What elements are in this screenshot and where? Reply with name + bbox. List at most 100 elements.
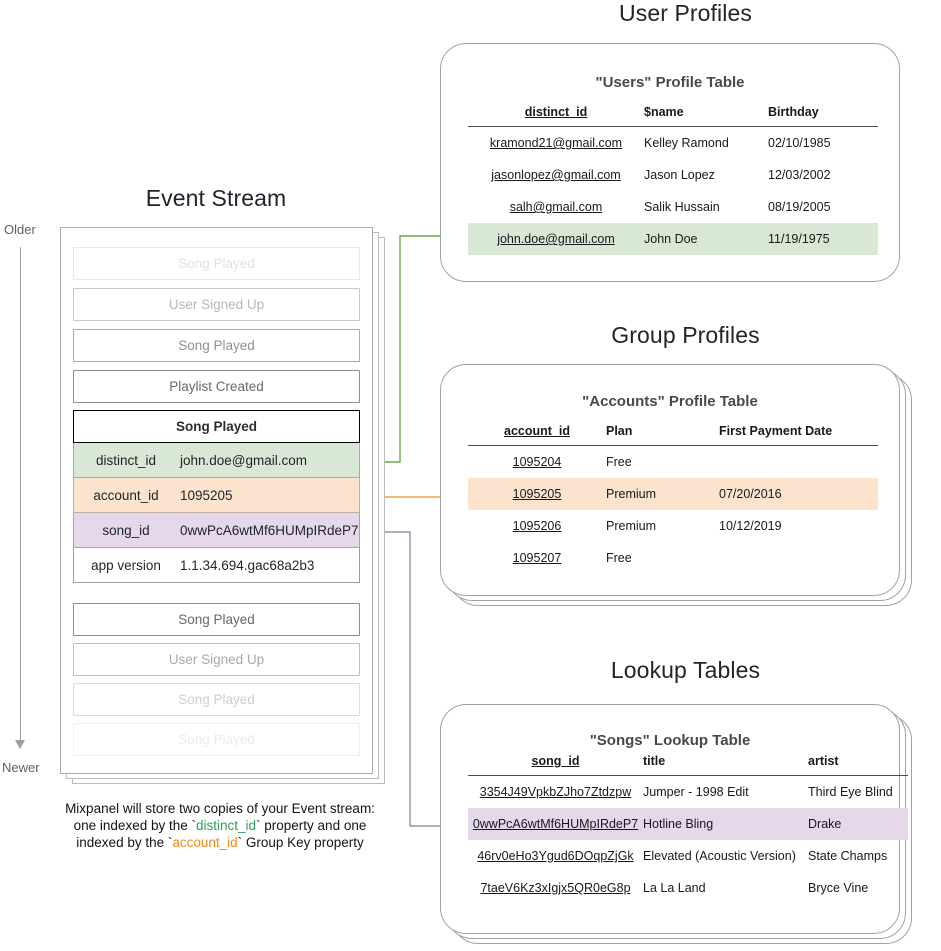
event-property-value: john.doe@gmail.com	[180, 452, 308, 468]
cell-distinct-id: john.doe@gmail.com	[468, 223, 644, 255]
event-item[interactable]: Song Played	[73, 683, 360, 716]
caption-line-2-post: ` property and one	[256, 818, 367, 833]
axis-label-newer: Newer	[2, 760, 40, 775]
cell-birthday: 12/03/2002	[768, 168, 831, 182]
table-header-row: account_id Plan First Payment Date	[468, 422, 878, 446]
event-item-label: Playlist Created	[169, 379, 264, 394]
cell-first-payment-date	[719, 542, 878, 574]
caption-token-account-id: account_id	[172, 835, 238, 850]
column-header-artist: artist	[808, 752, 908, 776]
event-item[interactable]: User Signed Up	[73, 288, 360, 321]
cell-plan: Premium	[606, 519, 657, 533]
column-header-plan: Plan	[606, 422, 719, 446]
cell-birthday: 08/19/2005	[768, 200, 831, 214]
cell-title: Jumper - 1998 Edit	[643, 785, 749, 799]
cell-name: John Doe	[644, 223, 768, 255]
cell-account-id: 1095207	[512, 551, 562, 565]
table-row: 7taeV6Kz3xIgjx5QR0eG8p La La Land Bryce …	[468, 872, 908, 904]
column-header-account-id: account_id	[468, 422, 606, 446]
users-table-title: "Users" Profile Table	[595, 74, 745, 91]
cell-song-id: 7taeV6Kz3xIgjx5QR0eG8p	[480, 881, 631, 895]
event-item[interactable]: Song Played	[73, 603, 360, 636]
time-axis-arrow-icon	[15, 740, 25, 749]
accounts-table-title: "Accounts" Profile Table	[582, 393, 758, 410]
column-header-distinct-id: distinct_id	[468, 103, 644, 127]
cell-plan: Free	[606, 455, 632, 469]
event-stream-title: Event Stream	[145, 185, 287, 211]
column-header-name: $name	[644, 103, 768, 127]
column-header-first-payment-date: First Payment Date	[719, 422, 878, 446]
table-row: kramond21@gmail.com Kelley Ramond 02/10/…	[468, 127, 878, 160]
time-axis-line	[20, 247, 21, 742]
cell-title: La La Land	[643, 881, 706, 895]
cell-first-payment-date: 07/20/2016	[719, 478, 878, 510]
event-item[interactable]: Song Played	[73, 329, 360, 362]
cell-account-id: 1095204	[512, 455, 562, 469]
event-property-row: distinct_id john.doe@gmail.com	[73, 443, 360, 478]
axis-label-older: Older	[4, 222, 36, 237]
caption-line-2-pre: one indexed by the `	[73, 818, 196, 833]
cell-song-id: 3354J49VpkbZJho7Ztdzpw	[479, 785, 632, 799]
cell-artist: Bryce Vine	[808, 881, 869, 895]
cell-plan: Free	[606, 551, 632, 565]
focused-event-card[interactable]: Song Played distinct_id john.doe@gmail.c…	[73, 410, 360, 583]
event-property-value: 1.1.34.694.gac68a2b3	[180, 557, 315, 573]
event-item-label: Song Played	[178, 338, 255, 353]
event-item-label: Song Played	[178, 692, 255, 707]
cell-plan: Premium	[606, 478, 719, 510]
cell-distinct-id: salh@gmail.com	[509, 200, 603, 214]
table-header-row: distinct_id $name Birthday	[468, 103, 878, 127]
event-item-label: Song Played	[178, 732, 255, 747]
group-profiles-title: Group Profiles	[611, 322, 760, 348]
event-property-key: song_id	[102, 522, 150, 538]
songs-table-title: "Songs" Lookup Table	[589, 732, 751, 749]
caption-token-distinct-id: distinct_id	[195, 818, 257, 833]
cell-title: Hotline Bling	[643, 808, 808, 840]
cell-name: Salik Hussain	[644, 200, 720, 214]
event-item[interactable]: User Signed Up	[73, 643, 360, 676]
cell-song-id: 0wwPcA6wtMf6HUMpIRdeP7	[468, 808, 643, 840]
event-item[interactable]: Song Played	[73, 723, 360, 756]
event-item-label: Song Played	[178, 612, 255, 627]
cell-artist: Third Eye Blind	[808, 785, 893, 799]
cell-title: Elevated (Acoustic Version)	[643, 849, 796, 863]
cell-first-payment-date: 10/12/2019	[719, 519, 782, 533]
caption-line-1: Mixpanel will store two copies of your E…	[65, 801, 375, 816]
table-row: salh@gmail.com Salik Hussain 08/19/2005	[468, 191, 878, 223]
table-row-highlighted: 0wwPcA6wtMf6HUMpIRdeP7 Hotline Bling Dra…	[468, 808, 908, 840]
table-header-row: song_id title artist	[468, 752, 908, 776]
event-item-label: User Signed Up	[168, 652, 265, 667]
cell-account-id: 1095206	[512, 519, 562, 533]
cell-first-payment-date	[719, 446, 878, 479]
event-property-row: account_id 1095205	[73, 478, 360, 513]
table-row-highlighted: 1095205 Premium 07/20/2016	[468, 478, 878, 510]
table-row-highlighted: john.doe@gmail.com John Doe 11/19/1975	[468, 223, 878, 255]
accounts-table: account_id Plan First Payment Date 10952…	[468, 422, 878, 574]
event-property-row: app version 1.1.34.694.gac68a2b3	[73, 548, 360, 583]
table-row: 1095204 Free	[468, 446, 878, 479]
lookup-tables-title: Lookup Tables	[610, 657, 761, 683]
event-property-key: app version	[91, 557, 161, 573]
focused-event-name: Song Played	[73, 410, 360, 443]
event-property-value: 0wwPcA6wtMf6HUMpIRdeP7	[180, 522, 359, 538]
event-property-key: account_id	[93, 487, 159, 503]
table-row: jasonlopez@gmail.com Jason Lopez 12/03/2…	[468, 159, 878, 191]
caption-line-3-pre: indexed by the `	[76, 835, 173, 850]
event-property-value: 1095205	[180, 487, 233, 503]
cell-account-id: 1095205	[468, 478, 606, 510]
users-table: distinct_id $name Birthday kramond21@gma…	[468, 103, 878, 255]
caption-line-3-post: ` Group Key property	[237, 835, 364, 850]
event-item[interactable]: Playlist Created	[73, 370, 360, 403]
cell-birthday: 02/10/1985	[768, 136, 831, 150]
table-row: 1095207 Free	[468, 542, 878, 574]
table-row: 1095206 Premium 10/12/2019	[468, 510, 878, 542]
event-item[interactable]: Song Played	[73, 247, 360, 280]
table-row: 46rv0eHo3Ygud6DOqpZjGk Elevated (Acousti…	[468, 840, 908, 872]
column-header-song-id: song_id	[468, 752, 643, 776]
cell-name: Jason Lopez	[644, 168, 715, 182]
songs-table: song_id title artist 3354J49VpkbZJho7Ztd…	[468, 752, 908, 904]
event-stream-caption: Mixpanel will store two copies of your E…	[30, 800, 410, 851]
cell-song-id: 46rv0eHo3Ygud6DOqpZjGk	[477, 849, 634, 863]
event-item-label: User Signed Up	[168, 297, 265, 312]
